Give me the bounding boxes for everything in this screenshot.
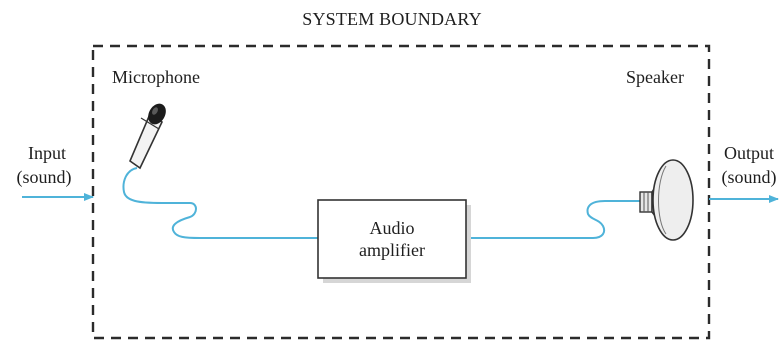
- amplifier-label-line1: Audio: [369, 218, 415, 238]
- speaker-cable: [466, 200, 640, 239]
- input-label-line1: Input: [28, 143, 66, 163]
- system-boundary: [91, 44, 711, 340]
- microphone-label: Microphone: [112, 67, 200, 87]
- microphone-icon: [129, 103, 166, 170]
- microphone-cable: [122, 167, 318, 239]
- amplifier-label: Audio amplifier: [318, 200, 466, 278]
- output-label-line2: (sound): [721, 167, 777, 187]
- output-label-line1: Output: [723, 143, 774, 163]
- speaker-icon: [639, 159, 694, 241]
- speaker-label: Speaker: [626, 67, 684, 87]
- amplifier-box: [317, 199, 467, 279]
- amplifier-label-line2: amplifier: [359, 240, 425, 260]
- diagram-title: SYSTEM BOUNDARY: [302, 9, 482, 29]
- input-label-line2: (sound): [16, 167, 72, 187]
